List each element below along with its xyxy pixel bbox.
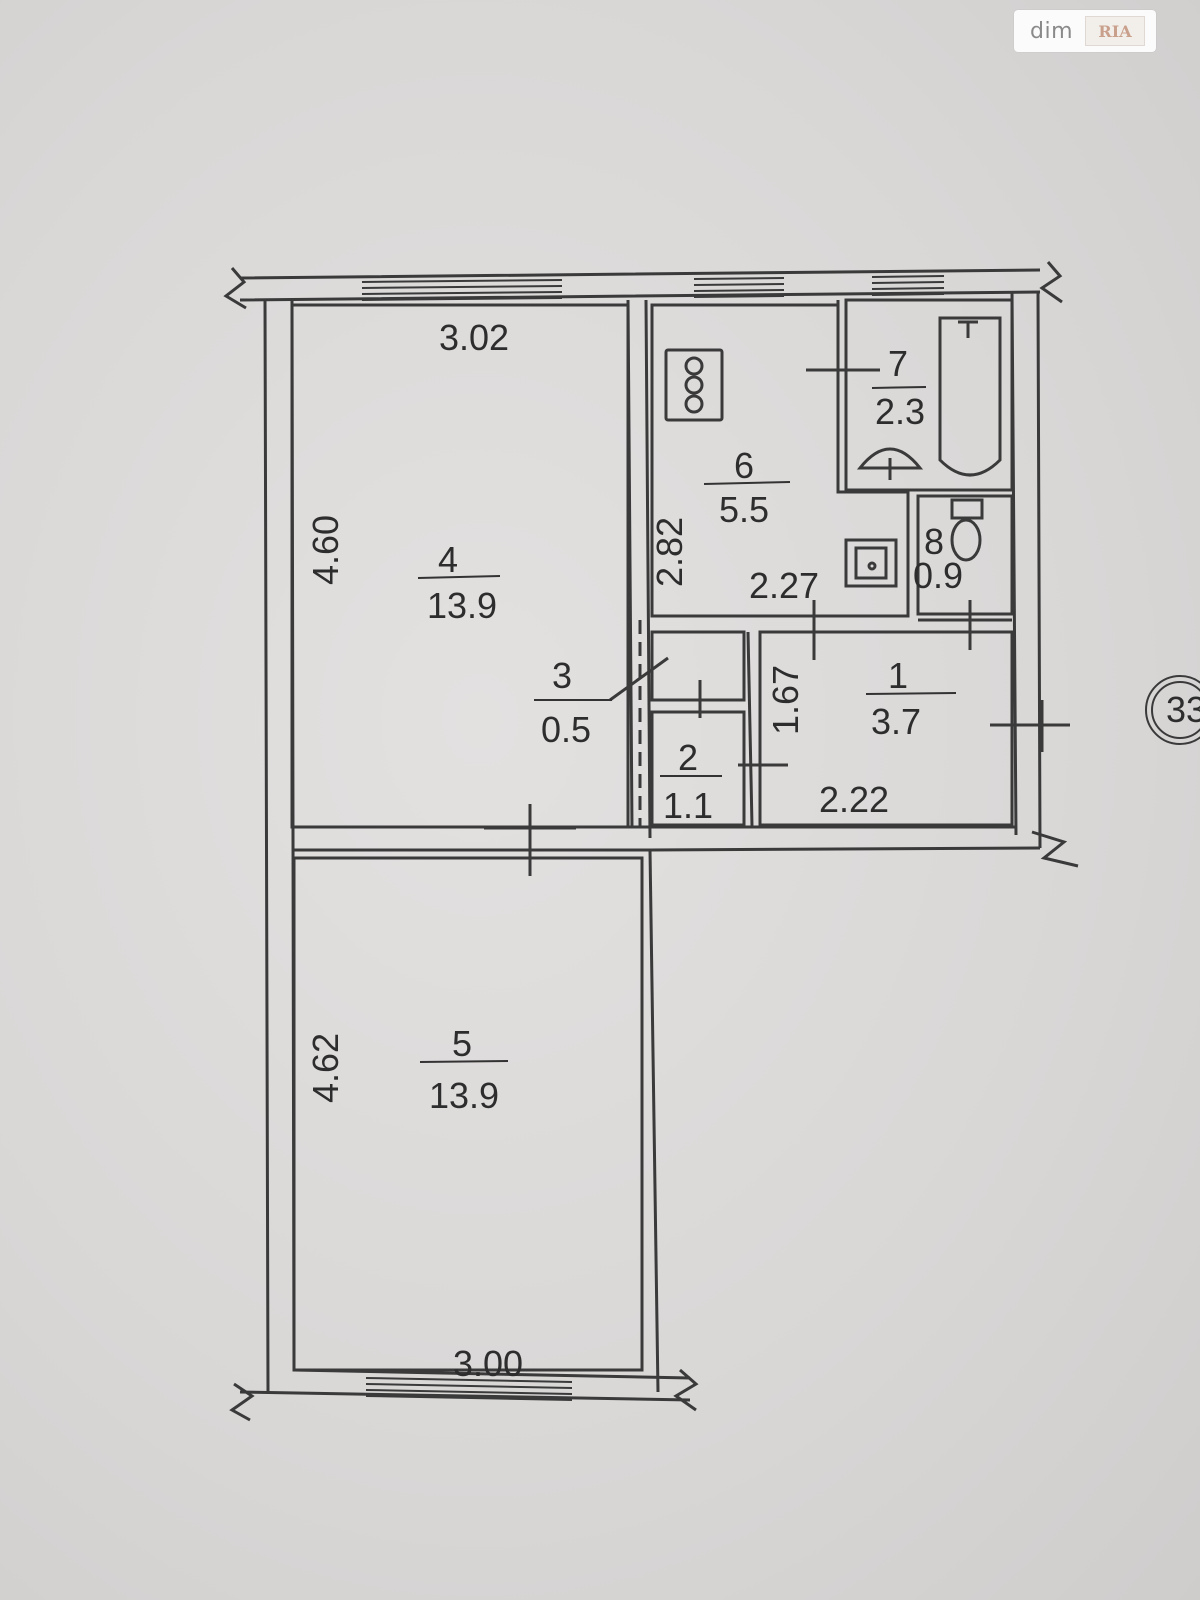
room-2-area: 1.1 [663,785,713,826]
wall-left [263,299,296,1393]
break-mark-top-left [223,267,247,310]
dim-room-5-length: 4.62 [305,1033,346,1103]
room-8-outline [916,494,1014,616]
room-5-fraction-line [419,1060,509,1063]
dim-kitchen-height: 2.82 [649,517,690,587]
dim-room-5-width: 3.00 [453,1343,523,1384]
room-5-number: 5 [452,1023,472,1064]
room-4-number: 4 [438,539,458,580]
room-7-fraction-line [871,386,927,389]
watermark-dim-text: dim [1030,18,1074,44]
wall-right [1010,291,1042,849]
dim-kitchen-width: 2.27 [749,565,819,606]
dim-hall-height: 1.67 [765,665,806,735]
dim-hall-width: 2.22 [819,779,889,820]
wall-middle [292,825,1041,852]
room-7-outline [844,298,1014,492]
plan-number-circle [1145,675,1200,745]
sink-icon [844,538,898,588]
break-mark-top-right [1039,261,1063,304]
window-room-4 [361,279,563,301]
wall-bottom [239,1368,691,1402]
break-mark-bottom-right [673,1368,699,1412]
toilet-icon [950,498,984,562]
room-3-number: 3 [552,655,572,696]
room-5-area: 13.9 [429,1075,499,1116]
room-1-area: 3.7 [871,701,921,742]
room-labels: 6 5.5 7 2.3 8 0.9 4 13.9 3 0.5 2 1.1 1 3… [417,343,963,1116]
window-room-5 [365,1377,573,1401]
plan-number: 33 [1166,689,1200,730]
door-room-3-closet [609,656,669,702]
dim-room-4-length: 4.60 [305,515,346,585]
room-2-number: 2 [678,737,698,778]
dimria-watermark: dim RIA [1014,10,1156,52]
wall-between-2-1 [746,631,754,827]
room-1-outline [758,630,1014,827]
room-5-outline [292,856,644,1372]
room-6-fraction-line [703,481,791,485]
room-3-area: 0.5 [541,709,591,750]
room-4-area: 13.9 [427,585,497,626]
room-7-number: 7 [888,343,908,384]
room-7-area: 2.3 [875,391,925,432]
dim-room-4-width: 3.02 [439,317,509,358]
dimension-labels: 3.02 4.60 4.62 3.00 2.82 2.27 1.67 2.22 [305,317,889,1384]
room-6-number: 6 [734,445,754,486]
room-4-fraction-line [417,575,501,579]
door-room-4-5 [484,804,576,876]
door-entrance [990,700,1070,752]
wall-top [239,268,1041,302]
wall-5-right [648,849,660,1393]
bathtub-icon [938,316,1002,477]
room-8-area: 0.9 [913,555,963,596]
room-8-number: 8 [924,521,944,562]
room-3-outline [650,630,746,702]
watermark-ria-logo: RIA [1085,16,1146,46]
stove-icon [664,348,724,422]
window-room-7 [871,275,945,296]
room-1-fraction-line [865,692,957,695]
break-mark-bottom-left [229,1382,255,1422]
break-mark-right [1031,830,1079,868]
window-room-6 [693,277,785,298]
room-6-area: 5.5 [719,489,769,530]
wall-partition-vertical [626,299,652,839]
room-2-outline [650,710,746,827]
washbasin-icon [856,447,924,480]
room-1-number: 1 [888,655,908,696]
